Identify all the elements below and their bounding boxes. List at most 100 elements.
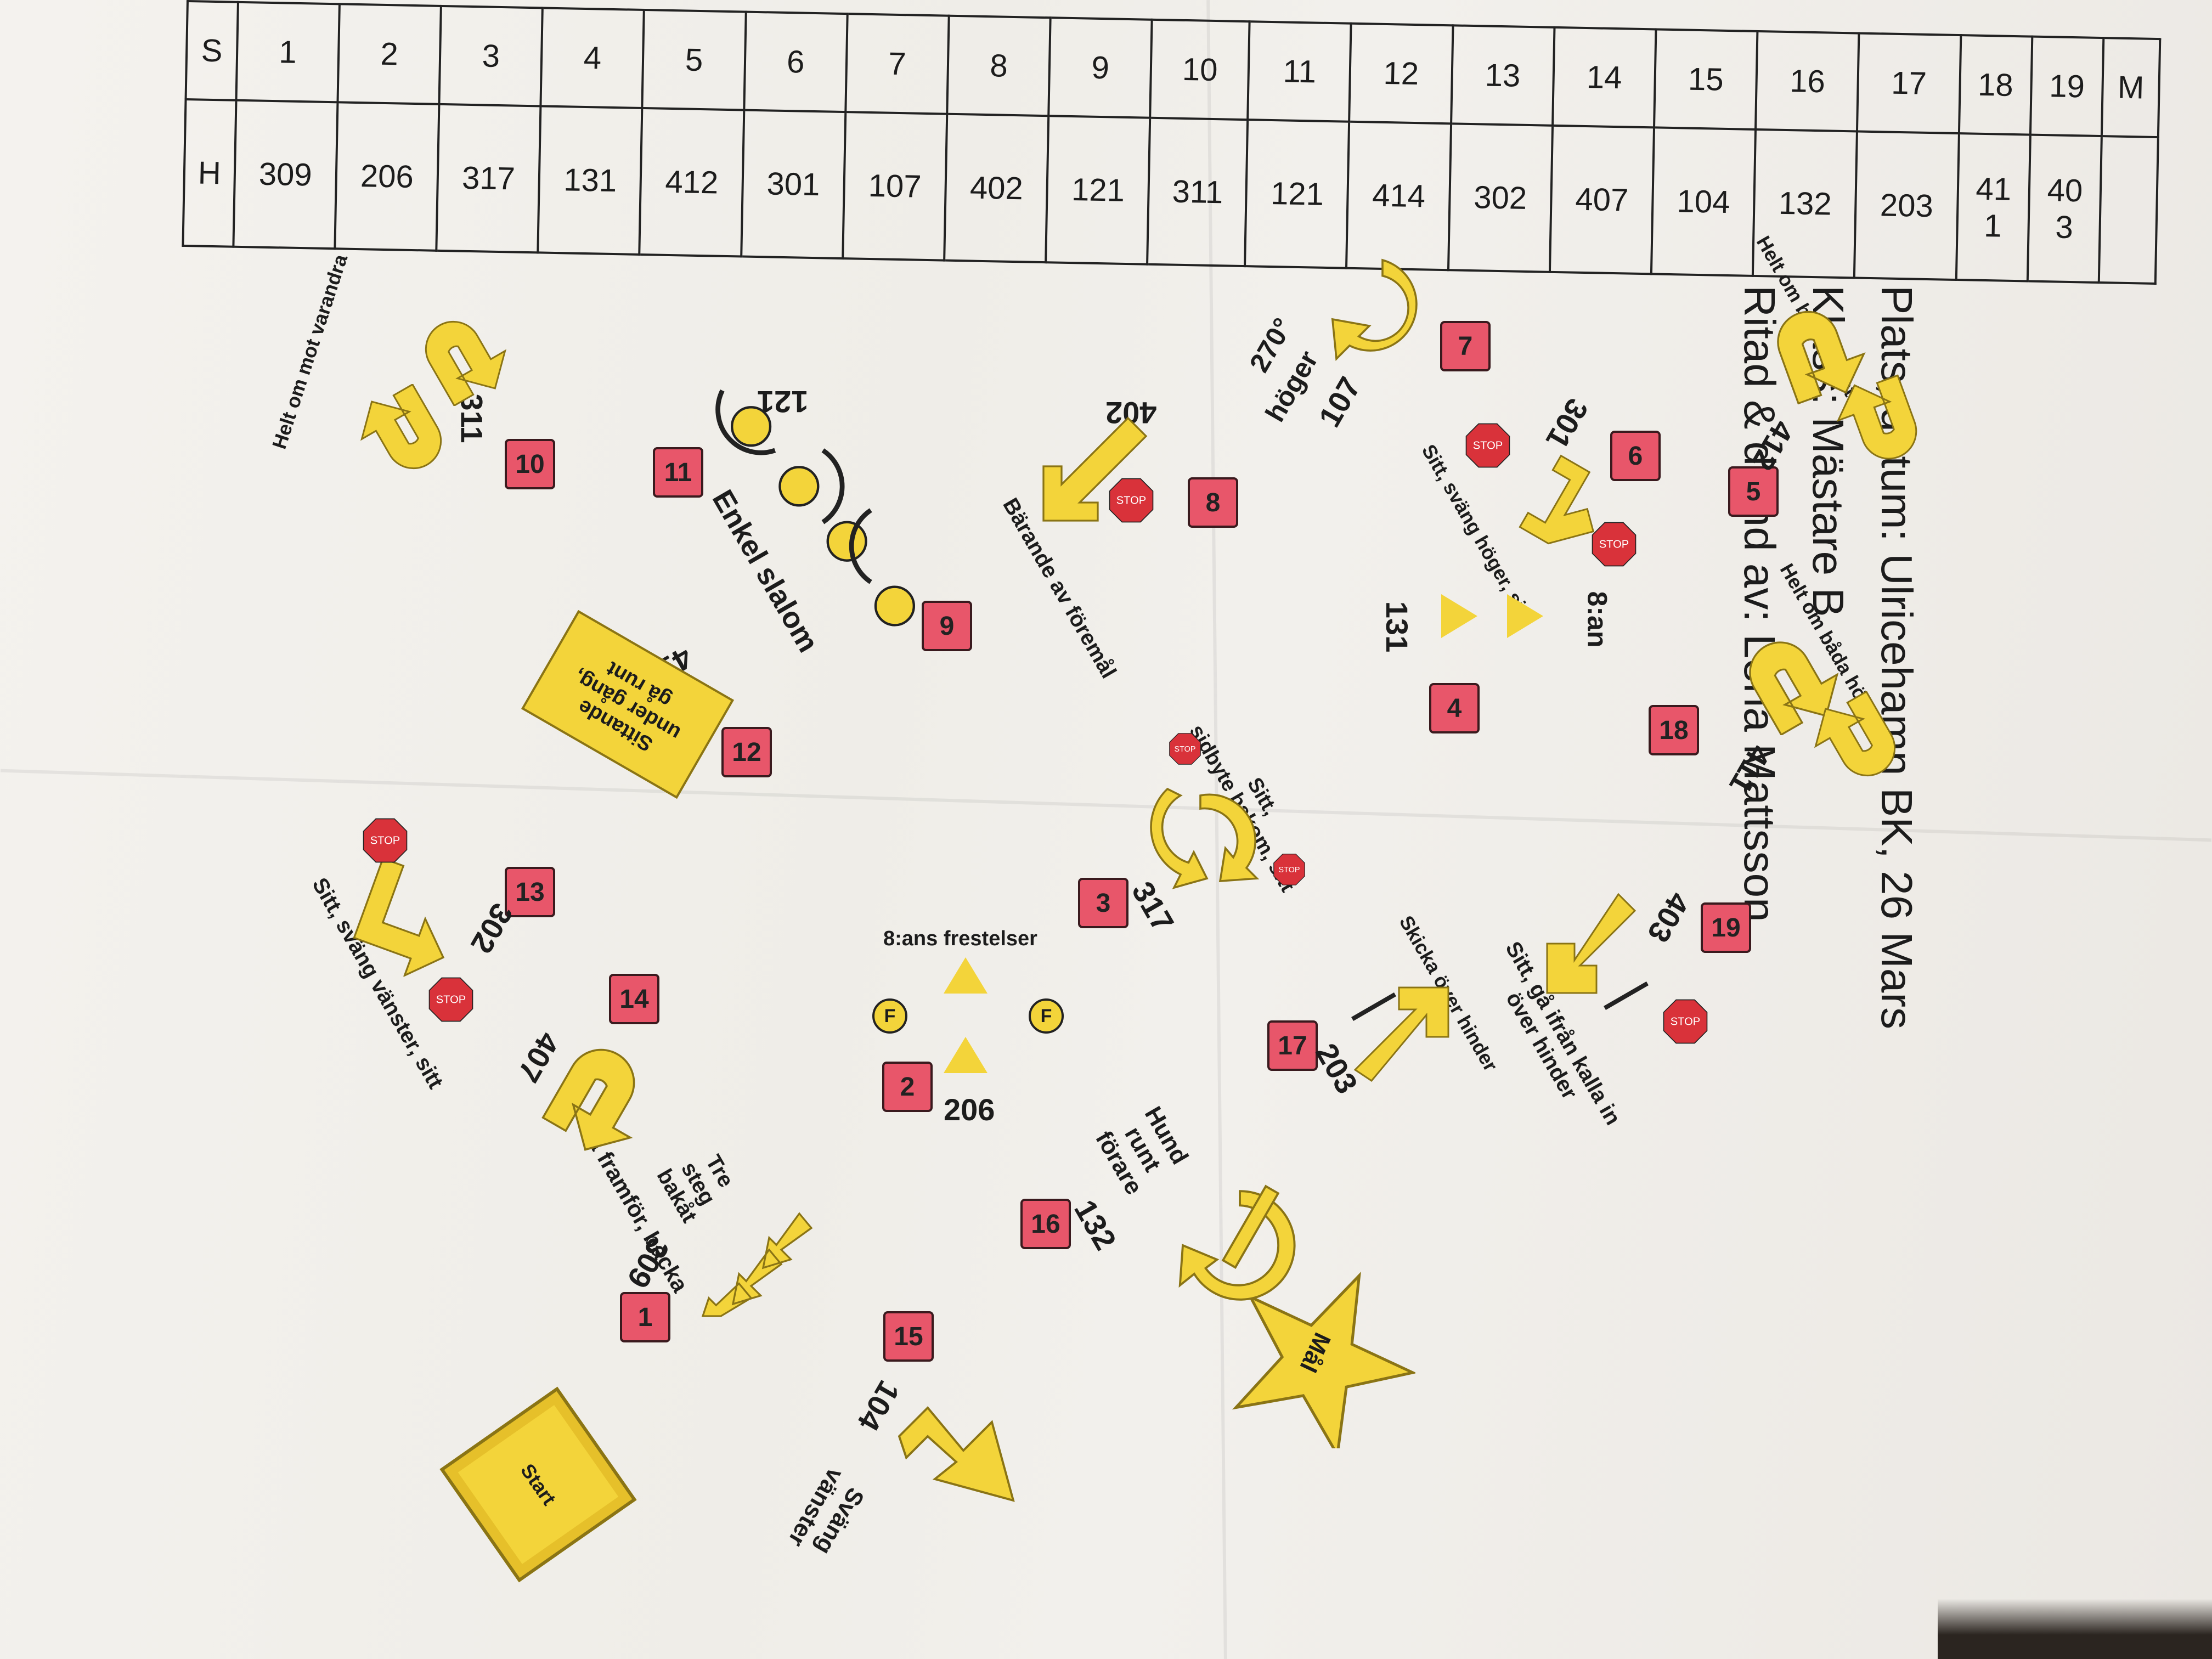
exercise-code-cell: 40 3 bbox=[2027, 134, 2102, 283]
exercise-code-cell: 131 bbox=[538, 106, 642, 255]
exercise-code-cell: 107 bbox=[843, 112, 947, 261]
station-cell: 19 bbox=[2030, 36, 2104, 137]
exercise-code-cell: 311 bbox=[1147, 117, 1248, 267]
station-cell: 1 bbox=[236, 2, 340, 103]
station-number: 14 bbox=[609, 974, 659, 1024]
exercise-code: 403 bbox=[1641, 887, 1697, 949]
turn-arrow-icon bbox=[1042, 416, 1148, 522]
u-turn-arrow-icon bbox=[360, 384, 442, 470]
exercise-code-cell: 402 bbox=[944, 114, 1049, 263]
station-cell: 13 bbox=[1451, 25, 1555, 126]
station-cell: 16 bbox=[1756, 31, 1859, 132]
station-cell: 4 bbox=[540, 8, 645, 108]
svg-text:STOP: STOP bbox=[1671, 1016, 1701, 1028]
station-number: 9 bbox=[922, 601, 972, 651]
turn-arrow-icon bbox=[701, 1212, 813, 1317]
station-number: 19 bbox=[1701, 902, 1751, 953]
u-turn-arrow-icon bbox=[1150, 787, 1260, 889]
svg-text:STOP: STOP bbox=[436, 994, 466, 1006]
station-number: 10 bbox=[505, 439, 555, 489]
station-number: 3 bbox=[1078, 878, 1128, 928]
station-cell: 7 bbox=[845, 14, 949, 114]
station-number: 5 bbox=[1728, 466, 1779, 517]
cone-triangle-icon bbox=[944, 1037, 988, 1073]
station-cell: 8 bbox=[947, 15, 1051, 116]
station-cell: S bbox=[185, 1, 238, 100]
station-cell: 17 bbox=[1857, 33, 1961, 134]
stop-sign-icon: STOP bbox=[1591, 521, 1637, 567]
stop-sign-icon: STOP bbox=[362, 817, 408, 864]
exercise-code-cell: 41 1 bbox=[1956, 133, 2030, 281]
start-label: Start bbox=[516, 1459, 561, 1510]
svg-text:STOP: STOP bbox=[1599, 539, 1629, 551]
f-marker: F bbox=[1029, 998, 1064, 1034]
station-cell: M bbox=[2101, 38, 2160, 138]
u-turn-arrow-icon bbox=[541, 1048, 635, 1151]
exercise-label: Sväng vänster bbox=[782, 1463, 870, 1560]
exercise-code-cell bbox=[2098, 136, 2158, 284]
exercise-code-cell: 407 bbox=[1549, 125, 1655, 274]
station-number: 6 bbox=[1610, 431, 1661, 481]
turn-arrow-icon bbox=[898, 1406, 1015, 1502]
stop-sign-icon: STOP bbox=[1273, 853, 1306, 886]
slalom-cones bbox=[715, 389, 915, 627]
exercise-code-cell: 301 bbox=[741, 110, 846, 259]
svg-text:STOP: STOP bbox=[1175, 745, 1196, 754]
start-box: Start bbox=[439, 1386, 637, 1583]
station-number: 13 bbox=[505, 867, 555, 917]
u-turn-arrow-icon bbox=[1777, 311, 1866, 405]
exercise-code-cell: 203 bbox=[1854, 131, 1959, 280]
exercise-code: 132 bbox=[1068, 1194, 1124, 1256]
svg-text:STOP: STOP bbox=[1473, 440, 1503, 452]
cone-triangle-icon bbox=[944, 957, 988, 994]
exercise-code: 206 bbox=[944, 1092, 995, 1127]
exercise-code-cell: 206 bbox=[335, 102, 439, 251]
u-turn-arrow-icon bbox=[425, 320, 507, 406]
station-cell: 11 bbox=[1248, 21, 1352, 122]
star-icon bbox=[1232, 1272, 1415, 1448]
station-cell: 9 bbox=[1048, 18, 1153, 118]
station-cell: 12 bbox=[1349, 23, 1453, 124]
station-cell: 5 bbox=[642, 10, 746, 110]
svg-text:STOP: STOP bbox=[1116, 495, 1147, 507]
station-cell: 14 bbox=[1552, 27, 1656, 128]
circle-arrow-icon bbox=[1331, 258, 1418, 361]
exercise-code-cell: 302 bbox=[1448, 123, 1553, 272]
svg-text:STOP: STOP bbox=[1279, 866, 1300, 874]
background-edge bbox=[1938, 1599, 2212, 1659]
f-marker: F bbox=[872, 998, 907, 1034]
station-number: 4 bbox=[1429, 683, 1480, 733]
turn-arrow-icon bbox=[1546, 893, 1637, 994]
cone-triangle-icon bbox=[1507, 594, 1543, 638]
turn-arrow-icon bbox=[1353, 986, 1449, 1082]
u-turn-arrow-icon bbox=[1749, 641, 1839, 735]
turn-arrow-icon bbox=[1519, 454, 1595, 545]
station-cell: 6 bbox=[744, 12, 848, 112]
station-number: 11 bbox=[653, 447, 703, 498]
exercise-code-cell: H bbox=[183, 99, 236, 247]
station-number: 7 bbox=[1440, 321, 1491, 371]
exercise-label: Helt om mot varandra bbox=[267, 251, 352, 452]
exercise-code-cell: 309 bbox=[233, 100, 338, 249]
stop-sign-icon: STOP bbox=[1169, 732, 1201, 765]
station-number: 8 bbox=[1188, 477, 1238, 528]
svg-text:STOP: STOP bbox=[370, 835, 400, 847]
circle-arrow-icon bbox=[1178, 1184, 1296, 1301]
stop-sign-icon: STOP bbox=[428, 977, 474, 1023]
station-number: 1 bbox=[620, 1292, 670, 1342]
station-number: 15 bbox=[883, 1311, 934, 1362]
exercise-code-cell: 104 bbox=[1651, 127, 1756, 276]
station-cell: 15 bbox=[1654, 29, 1758, 129]
stop-sign-icon: STOP bbox=[1465, 422, 1511, 469]
u-turn-arrow-icon bbox=[1836, 374, 1917, 460]
exercise-code: 301 bbox=[1539, 393, 1595, 455]
station-number: 16 bbox=[1020, 1199, 1071, 1249]
station-cell: 3 bbox=[439, 5, 543, 106]
stop-sign-icon: STOP bbox=[1662, 998, 1708, 1045]
station-number: 12 bbox=[721, 727, 772, 777]
station-cell: 10 bbox=[1150, 19, 1250, 120]
station-cell: 2 bbox=[337, 4, 441, 104]
station-number: 18 bbox=[1649, 705, 1699, 755]
